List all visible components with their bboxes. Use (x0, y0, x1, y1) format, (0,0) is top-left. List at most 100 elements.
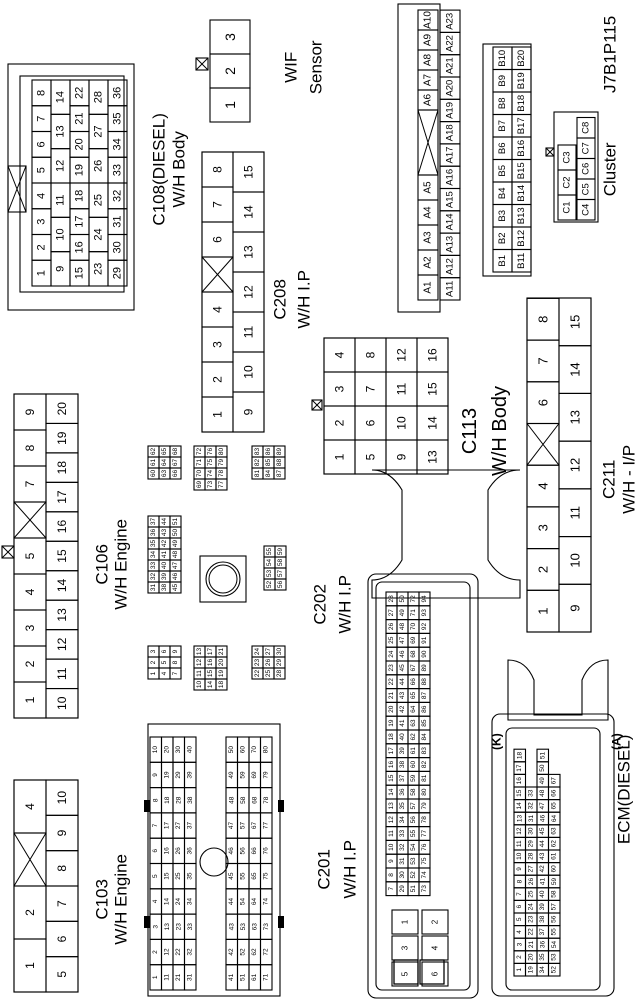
pin-label: A8 (423, 53, 434, 66)
key-mark (195, 57, 209, 71)
pin-label: 58 (410, 788, 417, 796)
pin-label: 16 (388, 761, 395, 769)
pin-cell (209, 19, 251, 55)
pin-label: 94 (421, 595, 428, 603)
pin-label: 13 (55, 608, 69, 622)
pin-label: 85 (421, 719, 428, 727)
pin-label: 5 (161, 660, 168, 664)
pin-cell (417, 9, 439, 31)
diagram-id: J7B1P115 (600, 15, 620, 93)
pin-label: 14 (516, 802, 523, 810)
pin-label: 42 (161, 540, 168, 548)
pin-label: 60 (410, 761, 417, 769)
pin-label: 59 (240, 771, 247, 779)
pin-label: 3 (516, 942, 523, 946)
pin-label: 10 (242, 365, 256, 379)
pin-label: 23 (254, 659, 261, 667)
pin-label: 69 (410, 636, 417, 644)
pin-label: 58 (277, 559, 284, 567)
pin-label: 46 (399, 650, 406, 658)
pin-label: 40 (161, 562, 168, 570)
key-mark (545, 147, 555, 157)
pin-label: 6 (161, 649, 168, 653)
pin-cell (169, 445, 182, 458)
pin-label: 54 (266, 559, 273, 567)
pin-label: 92 (421, 623, 428, 631)
ecm-a-inner (505, 727, 601, 991)
pin-label: B20 (516, 50, 527, 67)
pin-label: 62 (410, 733, 417, 741)
pin-label: 14 (242, 205, 256, 219)
c208-label: C208 (270, 279, 290, 320)
pin-label: 19 (74, 164, 86, 176)
pin-label: 67 (172, 459, 179, 467)
pin-label: 51 (240, 973, 247, 981)
pin-label: 18 (74, 190, 86, 202)
pin-label: A9 (423, 33, 434, 46)
pin-label: 56 (277, 581, 284, 589)
pin-label: 24 (254, 648, 261, 656)
pin-label: 9 (395, 453, 409, 460)
pin-label: 30 (276, 648, 283, 656)
pin-label: 60 (551, 865, 558, 873)
pin-label: 21 (218, 648, 225, 656)
pin-label: 11 (388, 830, 395, 837)
c103-sublabel: W/H Engine (111, 854, 131, 945)
pin-label: 7 (36, 116, 48, 122)
c201-latch (144, 916, 150, 928)
pin-label: A7 (423, 73, 434, 86)
pin-label: 1 (401, 919, 410, 924)
pin-label: 1 (516, 968, 523, 972)
pin-label: C4 (581, 204, 592, 216)
c108-label: C108(DIESEL) (149, 113, 169, 226)
pin-label: 84 (421, 733, 428, 741)
pin-label: 61 (150, 459, 157, 467)
pin-label: 62 (551, 840, 558, 848)
pin-label: 52 (410, 871, 417, 879)
pin-label: 2 (23, 909, 37, 916)
pin-label: 2 (516, 955, 523, 959)
pin-label: B6 (497, 142, 508, 154)
pin-label: 75 (263, 872, 270, 880)
pin-label: 53 (266, 570, 273, 578)
pin-label: 55 (266, 548, 273, 556)
pin-label: 4 (36, 193, 48, 199)
pin-cell (421, 961, 449, 987)
pin-label: 11 (242, 325, 256, 338)
pin-label: 15 (164, 872, 171, 880)
pin-label: 4 (516, 930, 523, 934)
pin-label: 62 (251, 948, 258, 956)
pin-label: 2 (152, 950, 159, 954)
pin-label: 9 (242, 408, 256, 415)
pin-label: 54 (240, 897, 247, 905)
pin-label: 90 (421, 650, 428, 658)
pin-label: 10 (196, 681, 203, 689)
pin-label: 8 (23, 444, 37, 451)
pin-label: B10 (497, 50, 508, 67)
pin-label: 63 (551, 827, 558, 835)
pin-label: 79 (421, 802, 428, 810)
pin-label: 66 (551, 789, 558, 797)
pin-label: 37 (150, 518, 157, 526)
pin-label: 72 (263, 948, 270, 956)
pin-label: 42 (228, 948, 235, 956)
pin-cell (421, 935, 449, 961)
pin-label: 34 (150, 551, 157, 559)
pin-label: 76 (421, 843, 428, 851)
pin-label: 51 (410, 885, 417, 893)
pin-label: 93 (421, 609, 428, 617)
pin-label: 11 (55, 194, 67, 205)
pin-label: 6 (431, 971, 440, 976)
pin-cell (416, 337, 449, 373)
pin-label: 24 (388, 650, 395, 658)
pin-label: 7 (516, 892, 523, 896)
c201-latch (144, 800, 150, 812)
pin-label: 72 (196, 448, 203, 456)
pin-label: B18 (516, 95, 527, 112)
pin-label: 38 (161, 584, 168, 592)
pin-label: 61 (251, 973, 258, 981)
pin-label: 11 (55, 667, 69, 680)
pin-cell (273, 645, 286, 658)
pin-label: 86 (265, 448, 272, 456)
pin-label: 91 (421, 636, 428, 644)
